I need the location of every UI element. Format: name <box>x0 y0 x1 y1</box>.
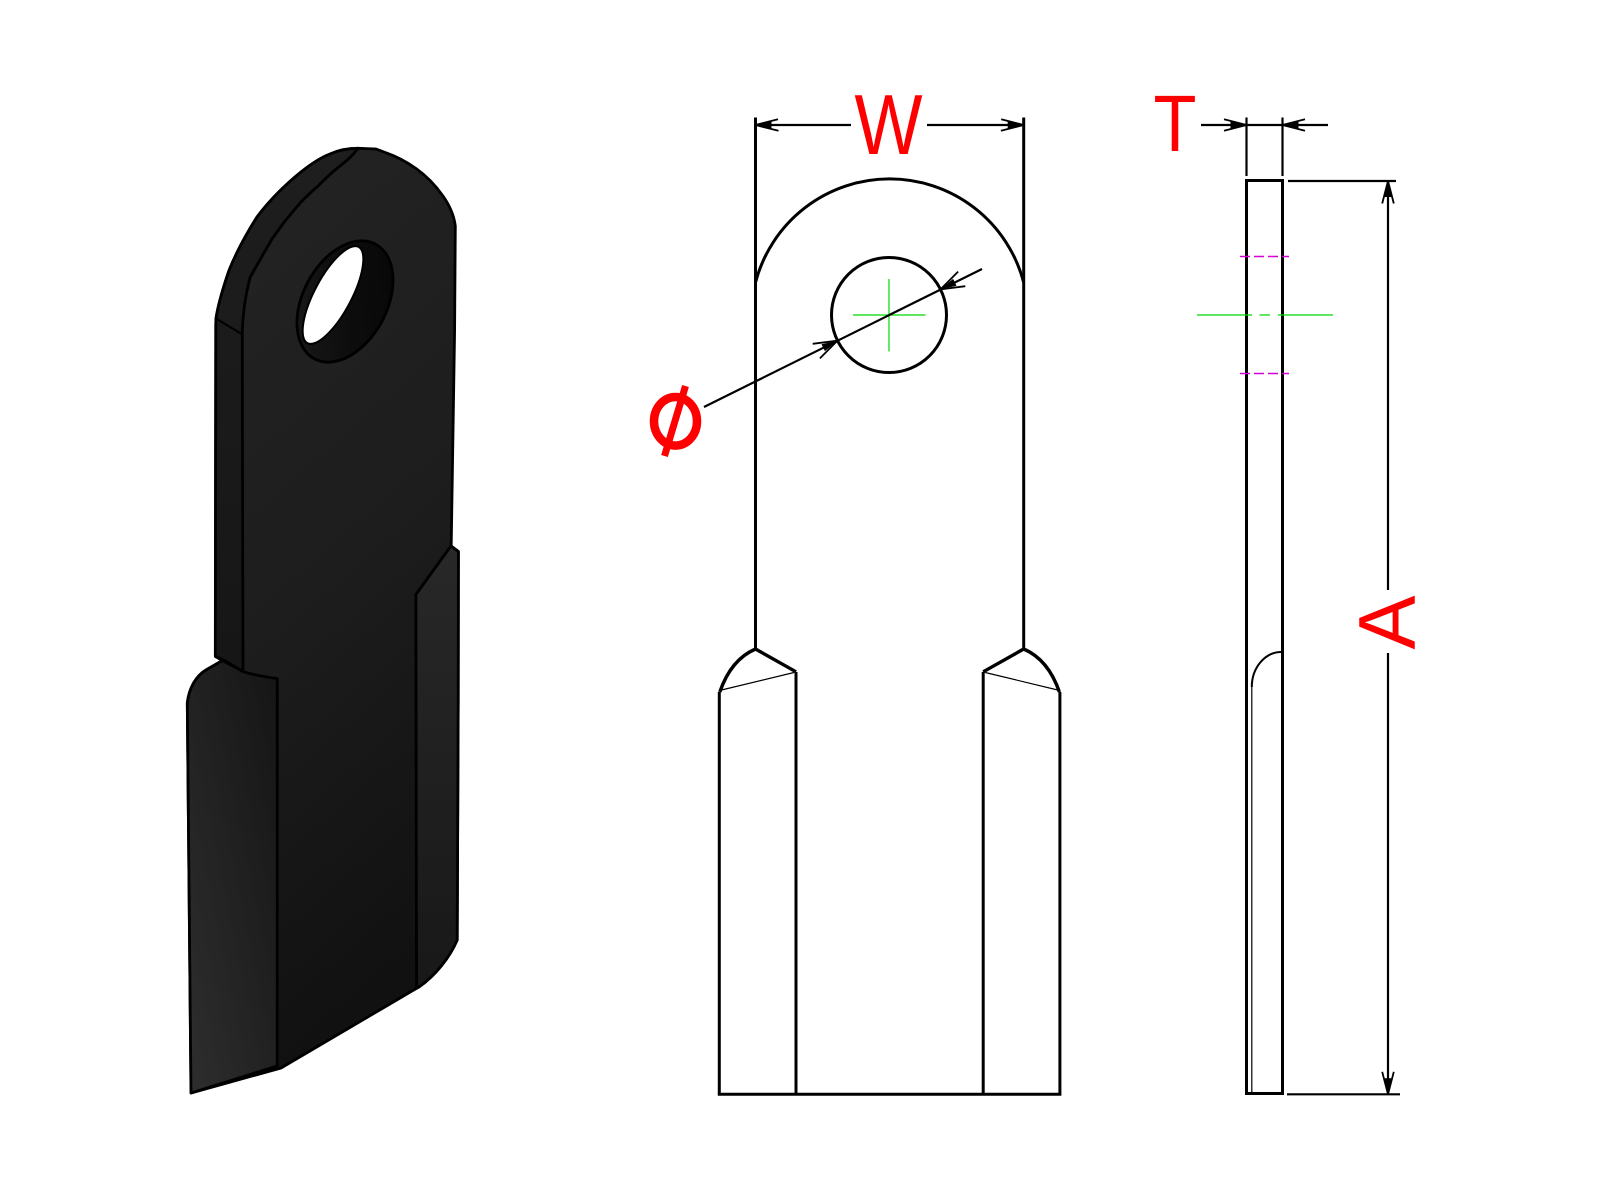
svg-text:T: T <box>1154 79 1197 168</box>
svg-text:A: A <box>1343 596 1433 650</box>
svg-text:W: W <box>855 78 923 173</box>
